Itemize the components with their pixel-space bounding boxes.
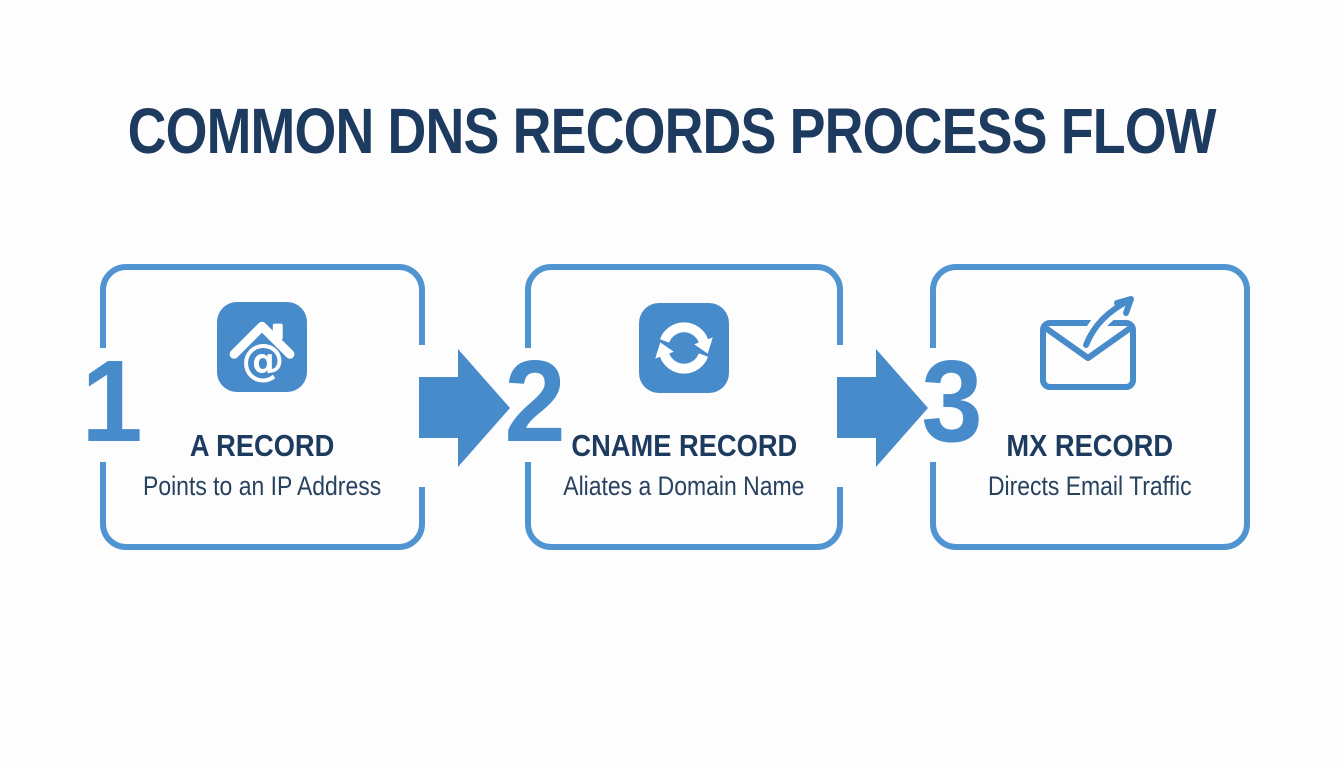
step-number-2: 2	[504, 336, 566, 466]
record-description-cname: Aliates a Domain Name	[525, 469, 843, 503]
record-description-label: Aliates a Domain Name	[563, 471, 805, 501]
sync-arrows-icon	[639, 303, 729, 393]
record-name-a: A RECORD	[100, 428, 425, 464]
record-name-cname: CNAME RECORD	[525, 428, 843, 464]
record-description-a: Points to an IP Address	[100, 469, 425, 503]
house-at-icon: @	[217, 302, 307, 392]
arrow-right-icon	[837, 377, 879, 438]
border-gap	[519, 348, 537, 462]
arrow-right-icon	[419, 377, 461, 438]
border-gap	[94, 348, 112, 462]
page-title: COMMON DNS RECORDS PROCESS FLOW	[127, 95, 1217, 167]
record-name-label: A RECORD	[190, 428, 335, 463]
record-name-label: CNAME RECORD	[571, 428, 797, 463]
svg-text:@: @	[241, 336, 284, 386]
record-description-mx: Directs Email Traffic	[930, 469, 1250, 503]
record-description-label: Directs Email Traffic	[988, 471, 1192, 501]
border-gap	[924, 348, 942, 462]
arrow-right-icon	[458, 349, 510, 467]
page-title-row: COMMON DNS RECORDS PROCESS FLOW	[0, 94, 1344, 168]
record-description-label: Points to an IP Address	[143, 471, 382, 501]
arrow-right-icon	[876, 349, 928, 467]
record-name-label: MX RECORD	[1006, 428, 1174, 463]
step-number-3: 3	[921, 336, 983, 466]
step-number-1: 1	[81, 336, 143, 466]
record-name-mx: MX RECORD	[930, 428, 1250, 464]
email-send-icon	[1030, 291, 1150, 393]
